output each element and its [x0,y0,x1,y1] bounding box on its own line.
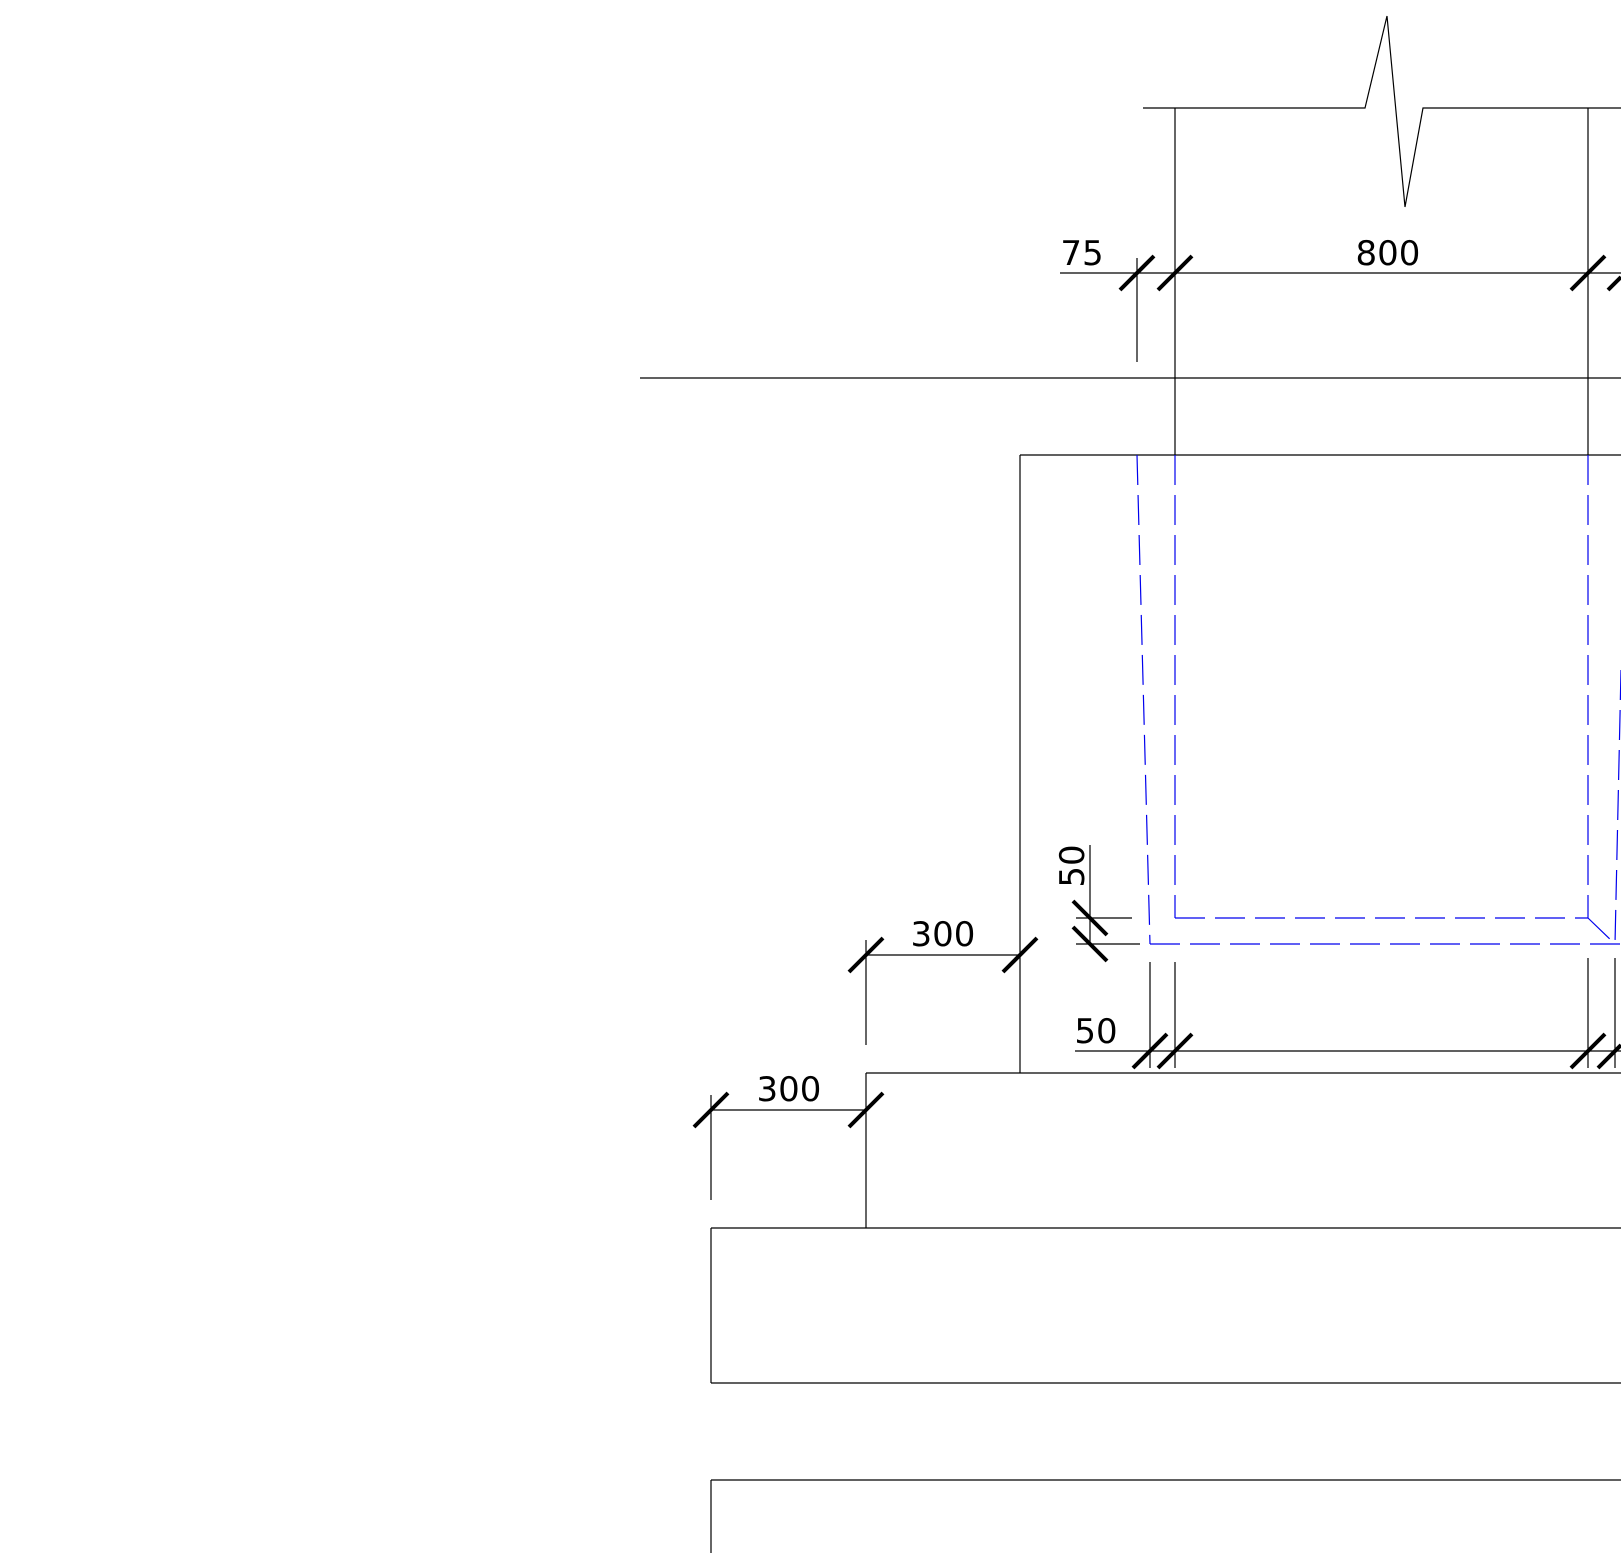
dim-label-300-upper: 300 [911,915,976,955]
footing-base [710,1227,1621,1384]
pedestal-outline [1019,454,1621,1073]
column-break-line [1143,15,1621,208]
dimension-step-upper: 300 [847,915,1039,1045]
dimension-step-lower: 300 [692,1070,885,1200]
dim-label-50-vertical: 50 [1053,844,1093,887]
dim-label-800: 800 [1356,234,1421,274]
dimension-cover-horizontal: 50 [1074,958,1621,1070]
lean-concrete-slab [710,1479,1621,1553]
dim-label-300-lower: 300 [757,1070,822,1110]
dim-label-50-horizontal: 50 [1074,1012,1117,1052]
hidden-socket-lines [1136,454,1621,945]
dimension-cover-vertical: 50 [1053,844,1140,963]
dimension-top: 75 800 [1060,234,1621,362]
footing-step-upper [865,1072,1621,1228]
dim-label-75: 75 [1060,234,1103,274]
